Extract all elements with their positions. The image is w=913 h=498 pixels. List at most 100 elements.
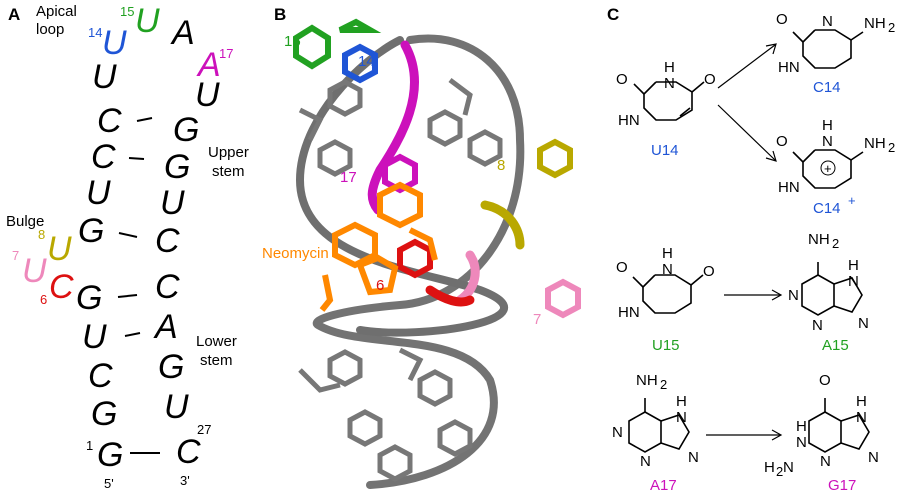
end-5prime: 5' xyxy=(104,476,114,491)
c14p-o2: O xyxy=(776,133,788,150)
a17-h9: H xyxy=(676,393,687,410)
a17-label: A17 xyxy=(650,477,677,494)
c14p-h3: H xyxy=(822,117,833,134)
a17-n3: N xyxy=(640,453,651,470)
base-u15: U xyxy=(135,2,160,40)
base-l-c3: C xyxy=(88,357,113,395)
upper-stem-label-2: stem xyxy=(212,163,245,180)
base-14-3d xyxy=(342,43,378,84)
neomycin-label: Neomycin xyxy=(262,245,329,262)
u14-n3: N xyxy=(664,75,675,92)
num-14: 14 xyxy=(88,25,102,40)
g17-h2n-n: N xyxy=(783,459,794,476)
num-15: 15 xyxy=(120,4,134,19)
base-r-g25: G xyxy=(158,348,184,386)
rna-3d-structure xyxy=(293,18,581,489)
g17-h1: H xyxy=(796,418,807,435)
g17-n1: N xyxy=(796,434,807,451)
base-r-u26: U xyxy=(164,388,189,426)
num-6: 6 xyxy=(40,292,47,307)
label-15-3d: 15 xyxy=(284,33,301,50)
label-6-3d: 6 xyxy=(376,277,384,294)
panel-label-b: B xyxy=(274,5,286,24)
label-7-3d: 7 xyxy=(533,311,541,328)
a15-n9: N xyxy=(848,273,859,290)
base-l-u4: U xyxy=(82,318,107,356)
u14-o2: O xyxy=(616,71,628,88)
c14-nh2-sub: 2 xyxy=(888,20,895,35)
u15-o4: O xyxy=(703,263,715,280)
arrowhead-a17-g17 xyxy=(771,429,783,441)
a15-label: A15 xyxy=(822,337,849,354)
u14-label: U14 xyxy=(651,142,679,159)
base-r-u21: U xyxy=(160,184,185,222)
base-l-g1: G xyxy=(97,436,123,474)
a15-nh2-sub: 2 xyxy=(832,236,839,251)
c14p-n3: N xyxy=(822,133,833,150)
g17-h9: H xyxy=(856,393,867,410)
end-3prime: 3' xyxy=(180,473,190,488)
base-l-g5: G xyxy=(76,279,102,317)
backbone-c6-segment xyxy=(425,285,475,307)
a17-n1: N xyxy=(612,424,623,441)
base-c6: C xyxy=(49,268,74,306)
u15-n3: N xyxy=(662,261,673,278)
g17-o6: O xyxy=(819,372,831,389)
base-r-c23: C xyxy=(155,268,180,306)
base-8-3d xyxy=(537,138,573,179)
arrowhead-u14-c14 xyxy=(765,43,777,55)
c14-label: C14 xyxy=(813,79,841,96)
base-l-g9: G xyxy=(78,212,104,250)
base-l-u13: U xyxy=(92,58,117,96)
lower-stem-label-1: Lower xyxy=(196,333,237,350)
base-r-g20: G xyxy=(164,148,190,186)
a17-nh2: NH xyxy=(636,372,658,389)
backbone-u7-segment xyxy=(455,250,480,305)
lower-stem-label-2: stem xyxy=(200,352,233,369)
u14-h3: H xyxy=(664,59,675,76)
base-a16: A xyxy=(170,14,195,52)
u15-label: U15 xyxy=(652,337,680,354)
arrow-u14-c14 xyxy=(717,44,776,89)
base-l-c11: C xyxy=(91,138,116,176)
arrow-u14-c14p xyxy=(717,104,776,161)
c14p-nh2-sub: 2 xyxy=(888,140,895,155)
c14-n3: N xyxy=(822,13,833,30)
backbone-strand-1 xyxy=(312,34,525,489)
c14p-hn1: HN xyxy=(778,179,800,196)
structure-g17: O H N H 2 N N H N N G17 xyxy=(764,372,879,494)
label-14-3d: 14 xyxy=(358,53,375,70)
base-6-3d xyxy=(397,238,433,279)
base-pair-dashes xyxy=(117,117,160,454)
label-17-3d: 17 xyxy=(340,169,357,186)
num-17: 17 xyxy=(219,46,233,61)
label-8-3d: 8 xyxy=(497,157,505,174)
a15-n3: N xyxy=(812,317,823,334)
g17-h2n: H xyxy=(764,459,775,476)
structure-a15: NH 2 N N H N N A15 xyxy=(788,231,869,354)
c14p-label-sup: + xyxy=(848,193,856,208)
a15-n1: N xyxy=(788,287,799,304)
a17-n9: N xyxy=(676,409,687,426)
base-r-a24: A xyxy=(153,308,178,346)
u15-h3: H xyxy=(662,245,673,262)
backbone-u8-segment xyxy=(480,200,525,250)
structure-u15: O H N O HN U15 xyxy=(616,245,715,354)
panel-label-a: A xyxy=(8,5,20,24)
g17-n7: N xyxy=(868,449,879,466)
c14p-nh2: NH xyxy=(864,135,886,152)
g17-label: G17 xyxy=(828,477,856,494)
c14-hn1: HN xyxy=(778,59,800,76)
structure-c14: O N NH 2 HN C14 xyxy=(776,11,895,96)
a15-nh2: NH xyxy=(808,231,830,248)
g17-n9: N xyxy=(856,409,867,426)
arrowhead-u15-a15 xyxy=(771,289,783,301)
a15-n7: N xyxy=(858,315,869,332)
apical-loop-label-1: Apical xyxy=(36,3,77,20)
num-27: 27 xyxy=(197,422,211,437)
apical-loop-label-2: loop xyxy=(36,21,64,38)
base-u7: U xyxy=(22,252,47,290)
backbone-a17-segment xyxy=(367,40,419,215)
arrowhead-u14-c14p xyxy=(765,150,777,162)
base-u14: U xyxy=(102,24,127,62)
